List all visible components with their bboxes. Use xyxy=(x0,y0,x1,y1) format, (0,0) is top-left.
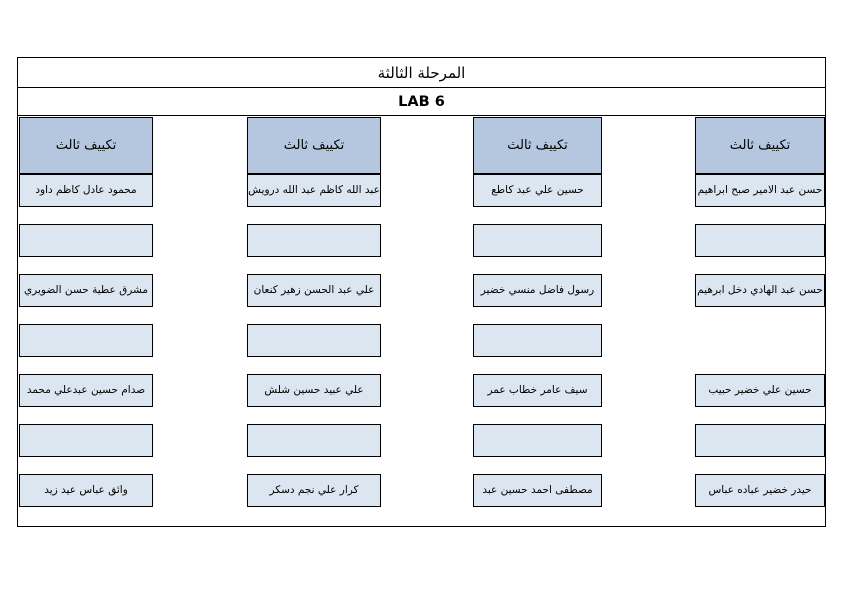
column-header-1: تكييف ثالث xyxy=(19,117,153,174)
student-name-label: حسن عبد الهادي دخل ابرهيم xyxy=(697,283,823,296)
blank-name-cell[interactable] xyxy=(247,424,381,457)
student-name-label: سيف عامر خطاب عمر xyxy=(487,383,588,396)
student-name-cell[interactable]: كرار علي نجم دسكر xyxy=(247,474,381,507)
student-name-label: حسين علي خضير حبيب xyxy=(708,383,812,396)
student-name-label: علي عبد الحسن زهير كنعان xyxy=(253,283,375,296)
student-name-label: محمود عادل كاظم داود xyxy=(35,183,137,196)
student-name-label: حسين علي عبد كاطع xyxy=(491,183,584,196)
student-name-cell[interactable]: محمود عادل كاظم داود xyxy=(19,174,153,207)
column-header-label: تكييف ثالث xyxy=(507,138,568,153)
column-header-label: تكييف ثالث xyxy=(729,138,791,153)
student-name-cell[interactable]: حسين علي عبد كاطع xyxy=(473,174,602,207)
blank-name-cell[interactable] xyxy=(695,424,825,457)
blank-name-cell[interactable] xyxy=(473,324,602,357)
roster-column-3: تكييف ثالث حسين علي عبد كاطع رسول فاضل منس… xyxy=(473,117,602,507)
student-name-cell[interactable]: حسن عبد الامير صبح ابراهيم xyxy=(695,174,825,207)
column-header-3: تكييف ثالث xyxy=(473,117,602,174)
page-title: المرحلة الثالثة xyxy=(377,63,466,82)
roster-column-1: تكييف ثالث محمود عادل كاظم داود مشرق عطية … xyxy=(19,117,153,507)
student-name-cell[interactable]: حسن عبد الهادي دخل ابرهيم xyxy=(695,274,825,307)
column-header-label: تكييف ثالث xyxy=(55,138,117,153)
student-name-label: عبد الله كاظم عبد الله درويش xyxy=(248,183,380,196)
blank-name-cell[interactable] xyxy=(19,424,153,457)
student-name-label: رسول فاضل منسي خضير xyxy=(480,283,595,296)
student-name-cell[interactable]: مصطفى احمد حسين عبد xyxy=(473,474,602,507)
empty-slot xyxy=(695,324,825,357)
stage-title-row: المرحلة الثالثة xyxy=(18,58,825,88)
lab-subtitle: LAB 6 xyxy=(398,93,445,110)
student-name-cell[interactable]: مشرق عطية حسن الضويري xyxy=(19,274,153,307)
student-name-label: علي عبيد حسين شلش xyxy=(264,383,364,396)
student-name-label: مصطفى احمد حسين عبد xyxy=(482,483,593,496)
student-name-label: حسن عبد الامير صبح ابراهيم xyxy=(697,183,823,196)
blank-name-cell[interactable] xyxy=(19,224,153,257)
roster-column-4: تكييف ثالث حسن عبد الامير صبح ابراهيم حسن … xyxy=(695,117,825,507)
student-name-cell[interactable]: حسين علي خضير حبيب xyxy=(695,374,825,407)
student-name-label: كرار علي نجم دسكر xyxy=(269,483,359,496)
roster-column-2: تكييف ثالث عبد الله كاظم عبد الله درويش عل… xyxy=(247,117,381,507)
student-name-cell[interactable]: علي عبد الحسن زهير كنعان xyxy=(247,274,381,307)
student-name-label: وائق عباس عيد زيد xyxy=(44,483,128,496)
student-name-cell[interactable]: وائق عباس عيد زيد xyxy=(19,474,153,507)
blank-name-cell[interactable] xyxy=(247,224,381,257)
roster-columns-area: تكييف ثالث محمود عادل كاظم داود مشرق عطية … xyxy=(18,117,825,526)
blank-name-cell[interactable] xyxy=(19,324,153,357)
blank-name-cell[interactable] xyxy=(473,224,602,257)
column-header-2: تكييف ثالث xyxy=(247,117,381,174)
column-header-label: تكييف ثالث xyxy=(283,138,345,153)
student-name-cell[interactable]: سيف عامر خطاب عمر xyxy=(473,374,602,407)
student-roster-table: المرحلة الثالثة LAB 6 تكييف ثالث محمود عا… xyxy=(17,57,826,527)
student-name-cell[interactable]: رسول فاضل منسي خضير xyxy=(473,274,602,307)
blank-name-cell[interactable] xyxy=(473,424,602,457)
student-name-cell[interactable]: حيدر خضير عباده عباس xyxy=(695,474,825,507)
student-name-cell[interactable]: عبد الله كاظم عبد الله درويش xyxy=(247,174,381,207)
student-name-label: صدام حسين عبدعلي محمد xyxy=(26,383,146,396)
student-name-label: حيدر خضير عباده عباس xyxy=(708,483,812,496)
blank-name-cell[interactable] xyxy=(247,324,381,357)
blank-name-cell[interactable] xyxy=(695,224,825,257)
student-name-cell[interactable]: علي عبيد حسين شلش xyxy=(247,374,381,407)
lab-title-row: LAB 6 xyxy=(18,88,825,116)
student-name-label: مشرق عطية حسن الضويري xyxy=(23,283,149,296)
column-header-4: تكييف ثالث xyxy=(695,117,825,174)
student-name-cell[interactable]: صدام حسين عبدعلي محمد xyxy=(19,374,153,407)
